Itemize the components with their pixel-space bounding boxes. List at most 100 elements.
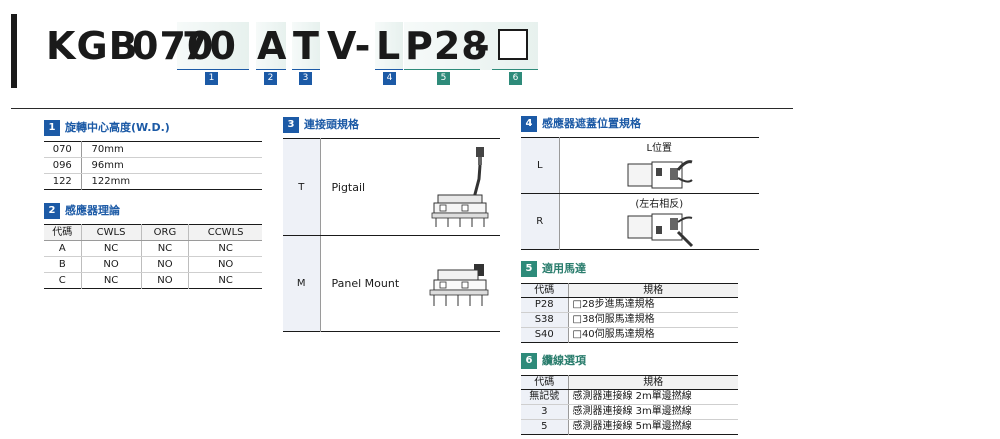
wd-value: 70mm — [81, 141, 262, 158]
cable-code: 3 — [521, 404, 569, 420]
pn-underline-5 — [404, 69, 480, 70]
pn-code-connector: T — [293, 24, 320, 68]
table-row: 070 70mm — [44, 141, 262, 158]
cover-right-drawing — [627, 213, 694, 248]
column-header: 代碼 — [521, 375, 569, 390]
section-5-title-text: 適用馬達 — [542, 262, 586, 275]
column-header: 規格 — [568, 375, 738, 390]
panel-plug-icon — [474, 264, 484, 276]
cable-option-table: 代碼 規格 無記號 感測器連接線 2m單邊撚線 3 感測器連接線 3m單邊撚線 … — [521, 375, 738, 435]
table-cell: NC — [80, 240, 142, 257]
table-cell: NC — [188, 240, 262, 257]
column-header: ORG — [140, 224, 189, 241]
pn-underline-2 — [256, 69, 286, 70]
table-row: S38 □38伺服馬達規格 — [521, 312, 738, 328]
pn-code-fixed: V- — [327, 24, 372, 68]
section-4-number: 4 — [521, 116, 537, 132]
table-row: 無記號 感測器連接線 2m單邊撚線 — [521, 389, 738, 405]
sensor-logic-table: 代碼 CWLS ORG CCWLS A NC NC NC B NO NO NO … — [44, 224, 262, 289]
table-cell: NO — [140, 256, 189, 273]
pn-code-cover-position: L — [376, 24, 402, 68]
connector-desc: Pigtail — [320, 138, 500, 236]
pn-prefix: KGB — [46, 24, 139, 68]
section-3-title-text: 連接頭規格 — [304, 118, 359, 131]
cover-code: R — [521, 193, 560, 250]
cover-caption: L位置 — [646, 143, 673, 154]
pn-dash: - — [474, 24, 491, 68]
table-row: B NO NO NO — [44, 256, 262, 273]
table-cell: NC — [188, 272, 262, 289]
connector-code: M — [283, 235, 321, 332]
table-row: 096 96mm — [44, 157, 262, 174]
wd-value: 122mm — [91, 176, 131, 187]
connector-code: T — [283, 138, 321, 236]
connector-table: T Pigtail M Panel Mount — [283, 138, 500, 332]
pn-underline-1 — [177, 69, 249, 70]
table-row: 3 感測器連接線 3m單邊撚線 — [521, 404, 738, 420]
wd-code: 096 — [44, 157, 82, 174]
panel-mount-connector-drawing — [429, 264, 489, 306]
cover-code: L — [521, 137, 560, 194]
connector-desc: Panel Mount — [320, 236, 500, 332]
cable-code: 5 — [521, 419, 569, 435]
table-cell: NC — [140, 240, 189, 257]
cover-caption: (左右相反) — [635, 199, 684, 210]
header-divider — [11, 108, 793, 109]
cable-code: 無記號 — [521, 389, 569, 405]
column-header: 代碼 — [44, 224, 81, 241]
section-1-number: 1 — [44, 120, 60, 136]
table-cell: NC — [80, 272, 142, 289]
pn-highlight-2 — [256, 22, 286, 70]
table-cell: C — [58, 275, 66, 286]
header-accent-bar — [11, 14, 17, 88]
pn-highlight-3 — [292, 22, 320, 70]
motor-code: S40 — [521, 327, 569, 343]
section-1-title-text: 旋轉中心高度(W.D.) — [65, 121, 170, 134]
motor-table: 代碼 規格 P28 □28步進馬達規格 S38 □38伺服馬達規格 S40 □4… — [521, 283, 738, 343]
pn-prefix-digits: 070 — [132, 24, 215, 68]
column-header: 規格 — [568, 283, 738, 298]
cover-image-cell: (左右相反) — [559, 194, 759, 250]
section-4-title: 4 感應器遮蓋位置規格 — [521, 116, 641, 132]
table-cell: A — [44, 240, 81, 257]
pigtail-connector-drawing — [431, 147, 489, 227]
table-row: C NC NO NC — [44, 272, 262, 289]
pn-highlight-1 — [177, 22, 249, 70]
cover-left-drawing — [627, 160, 693, 189]
pn-index-5: 5 — [437, 72, 450, 85]
connector-label: Pigtail — [331, 180, 366, 194]
table-row: R (左右相反) — [521, 193, 759, 250]
pn-code-motor: P28 — [405, 24, 489, 68]
table-row: P28 □28步進馬達規格 — [521, 297, 738, 313]
wd-code: 122 — [44, 173, 82, 190]
pn-index-1: 1 — [205, 72, 218, 85]
wd-code: 070 — [44, 141, 82, 158]
pn-index-6: 6 — [509, 72, 522, 85]
motor-code: P28 — [521, 297, 569, 313]
table-cell: NO — [188, 256, 262, 273]
section-6-number: 6 — [521, 353, 537, 369]
section-1-title: 1 旋轉中心高度(W.D.) — [44, 120, 170, 136]
section-6-title: 6 纜線選項 — [521, 353, 586, 369]
section-5-number: 5 — [521, 261, 537, 277]
column-header: CWLS — [80, 224, 142, 241]
wd-value: 96mm — [81, 157, 262, 174]
section-2-number: 2 — [44, 203, 60, 219]
section-4-title-text: 感應器遮蓋位置規格 — [542, 117, 641, 130]
table-cell: NO — [140, 272, 189, 289]
pn-underline-6 — [492, 69, 538, 70]
table-row: M Panel Mount — [283, 235, 500, 332]
motor-spec: □28步進馬達規格 — [568, 297, 738, 313]
pn-cable-option-box — [498, 29, 528, 60]
cable-spec: 感測器連接線 2m單邊撚線 — [568, 389, 738, 405]
column-header: 代碼 — [521, 283, 569, 298]
pn-index-4: 4 — [383, 72, 396, 85]
pn-code-wd: 70 — [182, 24, 237, 68]
section-3-title: 3 連接頭規格 — [283, 117, 359, 133]
table-row: 122 122mm — [44, 173, 262, 190]
cable-spec: 感測器連接線 5m單邊撚線 — [572, 421, 692, 432]
table-header-row: 代碼 規格 — [521, 375, 738, 390]
table-header-row: 代碼 CWLS ORG CCWLS — [44, 224, 262, 241]
column-header: CCWLS — [188, 224, 262, 241]
section-2-title-text: 感應器理論 — [65, 204, 120, 217]
